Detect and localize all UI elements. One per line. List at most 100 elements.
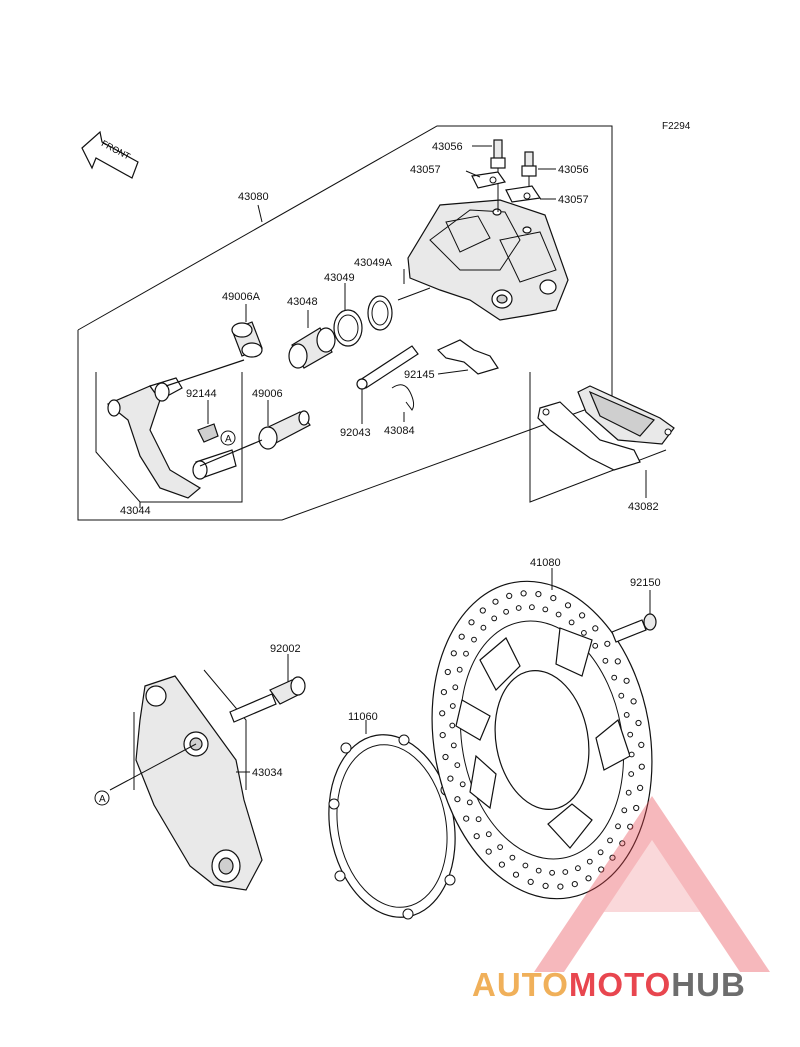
disc-hole xyxy=(512,871,520,878)
disc-hole xyxy=(479,607,486,614)
brake-pads-43082 xyxy=(529,372,675,503)
label-43048: 43048 xyxy=(287,296,318,308)
label-92043: 92043 xyxy=(340,427,371,439)
disc-hole xyxy=(564,602,572,609)
ref-a-upper: A xyxy=(225,434,232,445)
disc-hole xyxy=(628,771,635,777)
disc-hole xyxy=(439,732,446,739)
bolt-92002 xyxy=(229,676,306,723)
brake-disc-41080 xyxy=(431,580,653,900)
ref-a-lower: A xyxy=(99,794,106,805)
disc-hole xyxy=(638,763,645,770)
boot-49006a xyxy=(231,321,263,358)
disc-hole xyxy=(630,698,637,705)
disc-hole xyxy=(627,823,634,830)
disc-hole xyxy=(468,619,475,626)
disc-hole xyxy=(447,775,454,782)
disc-hole xyxy=(498,861,505,868)
label-43034: 43034 xyxy=(252,767,283,779)
label-43049: 43049 xyxy=(324,272,355,284)
disc-hole xyxy=(586,858,593,865)
label-41080: 41080 xyxy=(530,557,561,569)
label-92150: 92150 xyxy=(630,577,661,589)
label-49006: 49006 xyxy=(252,388,283,400)
label-43082: 43082 xyxy=(628,501,659,513)
disc-hole xyxy=(463,650,469,657)
label-43056-right: 43056 xyxy=(558,164,589,176)
seal-43049 xyxy=(333,309,363,347)
disc-hole xyxy=(449,703,456,709)
disc-hole xyxy=(621,807,628,814)
bleeder-valve-right xyxy=(521,151,537,188)
disc-hole xyxy=(485,831,492,838)
disc-hole xyxy=(568,619,575,626)
disc-hole xyxy=(520,590,527,597)
disc-hole xyxy=(555,611,562,618)
disc-hole xyxy=(471,636,477,643)
label-43057-right: 43057 xyxy=(558,194,589,206)
label-43056-left: 43056 xyxy=(432,141,463,153)
disc-hole xyxy=(549,869,555,876)
disc-hole xyxy=(635,719,642,727)
disc-hole xyxy=(509,854,516,861)
label-43049a: 43049A xyxy=(354,257,393,269)
front-arrow-icon: FRONT xyxy=(81,130,139,179)
pad-spring-92144 xyxy=(197,423,219,443)
label-92145: 92145 xyxy=(404,369,435,381)
disc-hole xyxy=(527,878,534,886)
disc-hole xyxy=(607,837,613,844)
disc-hole xyxy=(535,867,542,874)
svg-text:AUTOMOTOHUB: AUTOMOTOHUB xyxy=(472,966,746,1003)
figure-code: F2294 xyxy=(662,121,691,132)
disc-hole xyxy=(633,804,640,812)
disc-hole xyxy=(604,640,611,647)
spring-92145 xyxy=(436,339,499,375)
disc-hole xyxy=(598,866,605,873)
disc-hole xyxy=(485,848,492,855)
disc-hole xyxy=(581,630,587,636)
label-92144: 92144 xyxy=(186,388,217,400)
disc-hole xyxy=(492,598,499,605)
disc-hole xyxy=(628,751,635,758)
disc-hole xyxy=(585,875,592,882)
disc-hole xyxy=(623,712,630,718)
bleeder-cap-left xyxy=(471,171,507,189)
disc-hole xyxy=(473,833,480,840)
label-49006a: 49006A xyxy=(222,291,261,303)
pin-92043 xyxy=(356,345,419,390)
disc-hole xyxy=(444,668,451,676)
bleeder-cap-right xyxy=(505,185,542,203)
disc-hole xyxy=(454,762,461,768)
disc-hole xyxy=(637,784,644,792)
label-92002: 92002 xyxy=(270,643,301,655)
disc-hole xyxy=(619,840,626,847)
disc-hole xyxy=(562,869,569,875)
disc-hole xyxy=(575,865,581,872)
watermark-moto: MOTO xyxy=(569,966,671,1003)
disc-hole xyxy=(535,591,542,598)
disc-hole xyxy=(522,862,529,869)
disc-hole xyxy=(480,624,487,631)
label-43080: 43080 xyxy=(238,191,269,203)
disc-hole xyxy=(450,650,457,657)
disc-hole xyxy=(618,692,625,699)
disc-hole xyxy=(557,883,564,890)
disc-hole xyxy=(475,816,482,823)
disc-hole xyxy=(449,722,456,729)
seal-43049a xyxy=(367,295,393,331)
disc-hole xyxy=(529,604,535,611)
pin-49006 xyxy=(258,410,311,450)
disc-hole xyxy=(627,731,634,738)
label-43084: 43084 xyxy=(384,425,415,437)
disc-hole xyxy=(515,605,522,611)
disc-hole xyxy=(463,815,470,822)
watermark-logo xyxy=(534,796,770,972)
disc-hole xyxy=(592,625,599,632)
caliper-support-43034 xyxy=(133,669,263,891)
disc-hole xyxy=(602,657,609,664)
disc-holes xyxy=(439,590,645,890)
disc-hole xyxy=(456,666,463,673)
disc-hole xyxy=(452,684,459,691)
ref-circle-a-lower xyxy=(94,790,110,806)
